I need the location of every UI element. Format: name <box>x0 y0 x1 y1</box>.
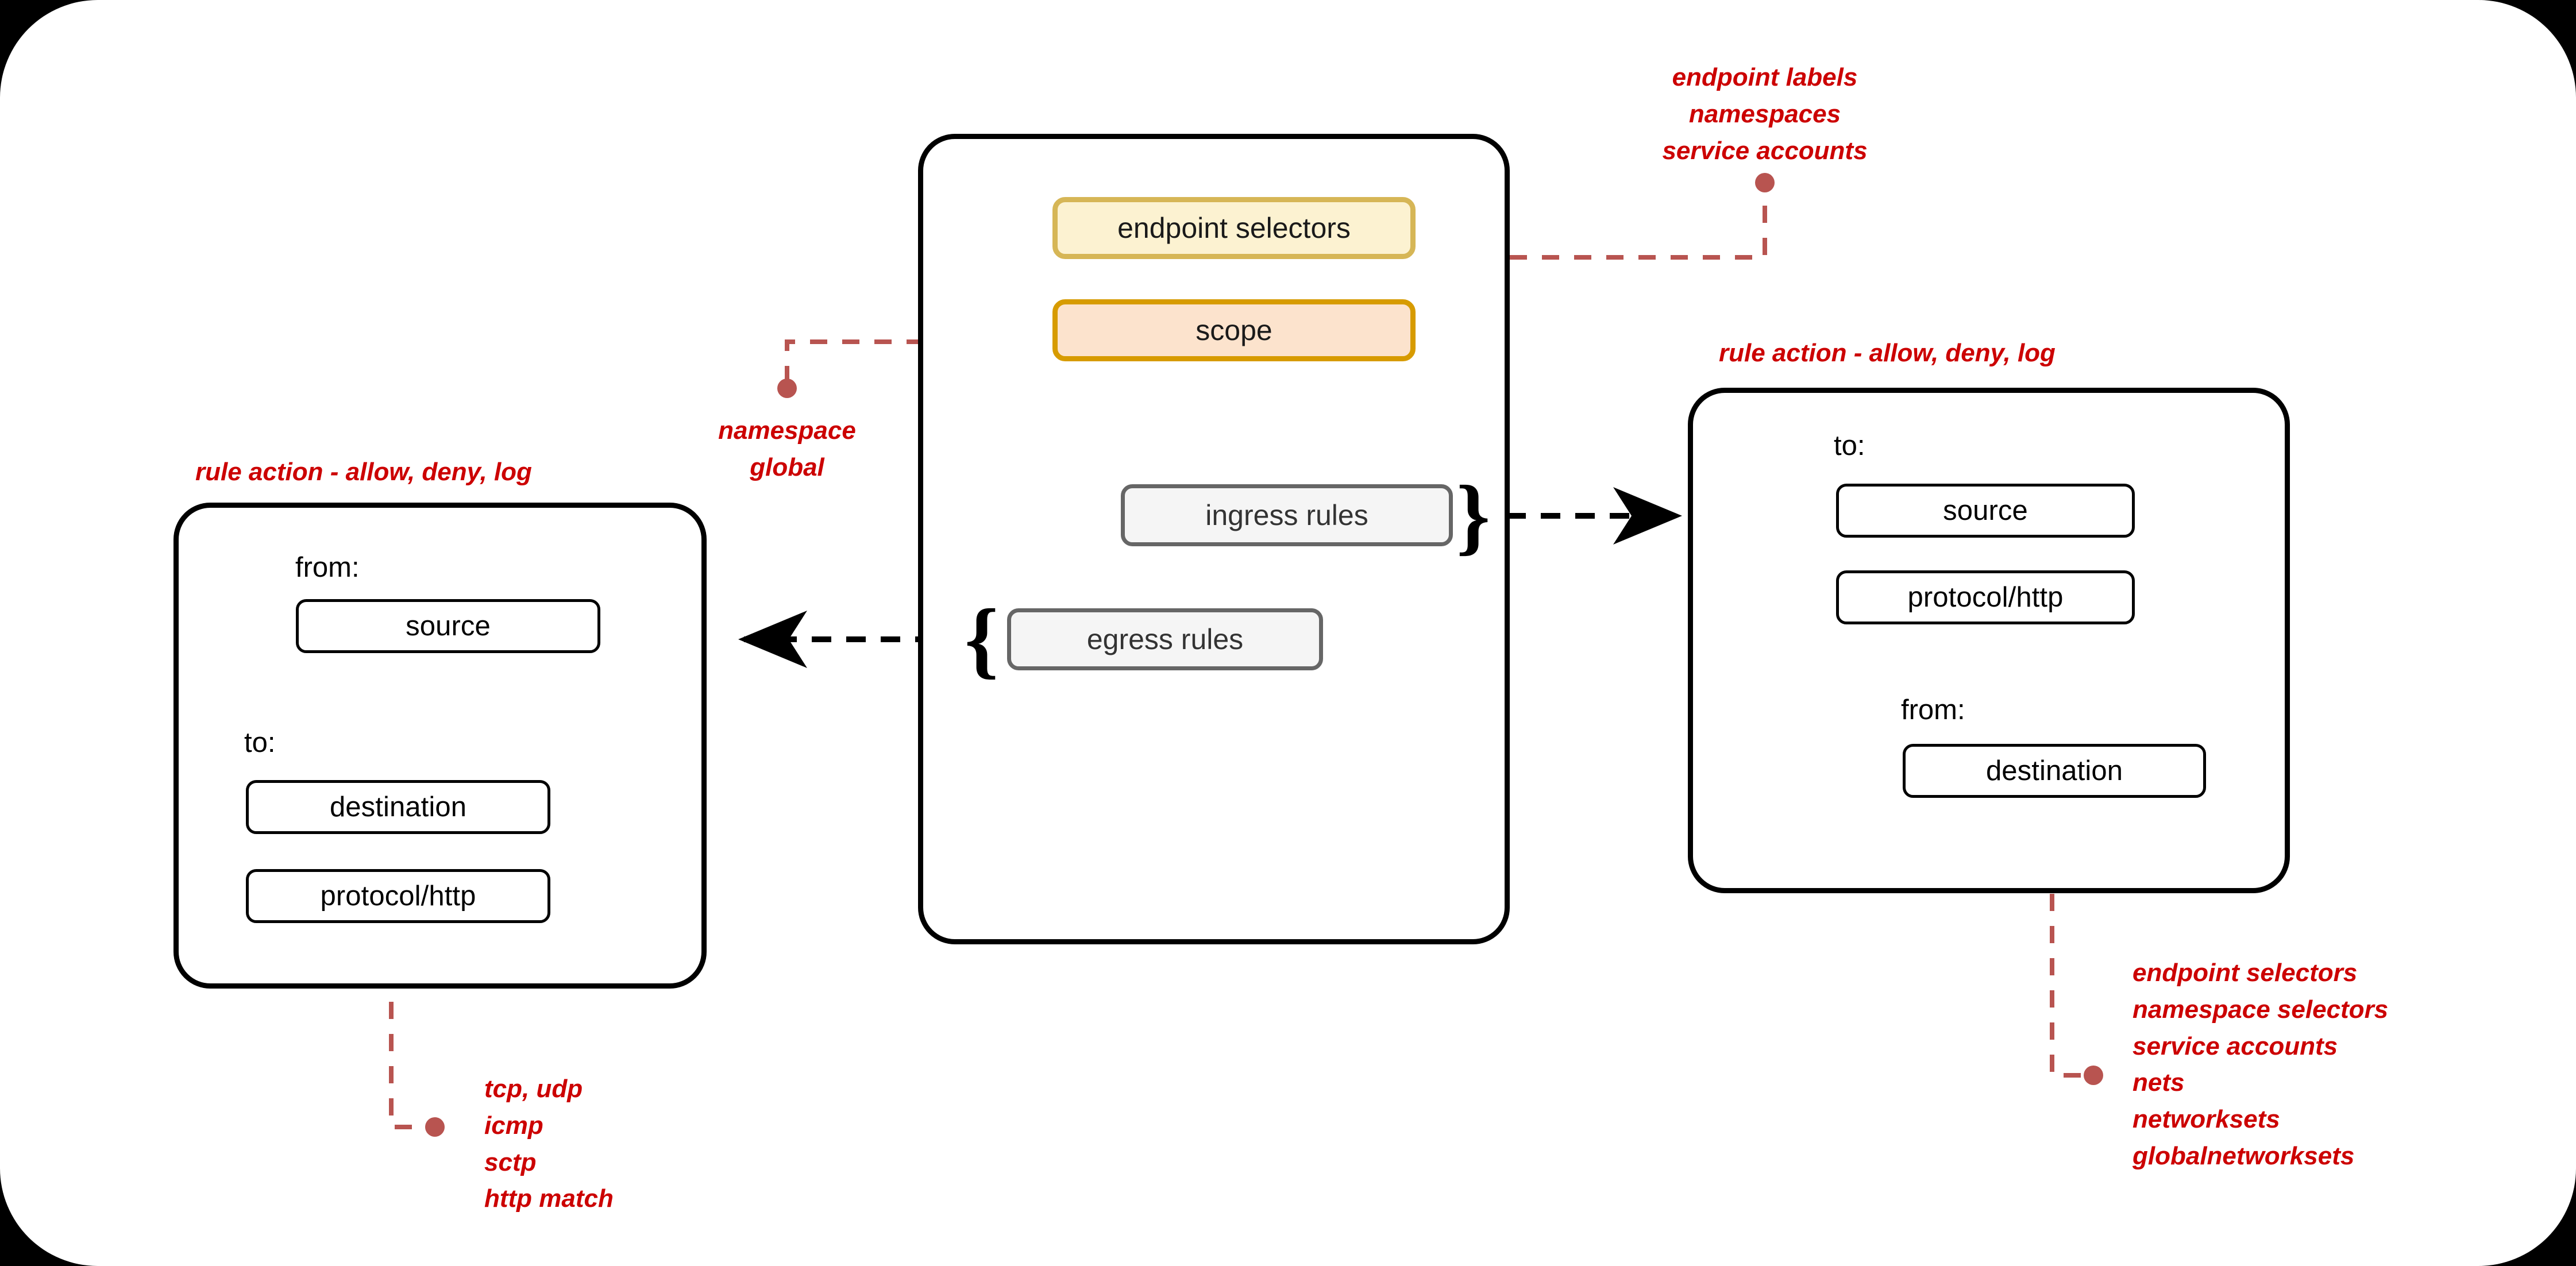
annotation-protocol-line-3: http match <box>484 1184 614 1213</box>
connector-dot-endpoint-selectors <box>1755 173 1775 192</box>
left-node-source[interactable]: source <box>296 599 600 653</box>
egress-rule-panel <box>173 503 707 989</box>
node-egress-rules-label: egress rules <box>1086 623 1244 655</box>
annotation-scope: namespace global <box>672 412 902 486</box>
left-panel-title-text: rule action - allow, deny, log <box>195 458 532 486</box>
annotation-destination-line-4: networksets <box>2132 1105 2280 1134</box>
node-ingress-rules[interactable]: ingress rules <box>1121 484 1453 546</box>
left-from-label-text: from: <box>295 552 360 583</box>
left-node-destination-label: destination <box>329 792 467 823</box>
annotation-protocol-line-2: sctp <box>484 1148 537 1176</box>
node-scope[interactable]: scope <box>1052 299 1416 361</box>
right-to-label: to: <box>1834 430 1865 462</box>
annotation-destination-line-0: endpoint selectors <box>2132 959 2358 987</box>
annotation-protocol-line-1: icmp <box>484 1111 543 1140</box>
annotation-endpoint-selectors-line-2: service accounts <box>1662 136 1868 165</box>
right-node-source[interactable]: source <box>1836 484 2135 538</box>
annotation-protocol-line-0: tcp, udp <box>484 1075 583 1103</box>
annotation-endpoint-selectors-line-0: endpoint labels <box>1672 63 1858 91</box>
annotation-protocol: tcp, udp icmp sctp http match <box>484 1071 614 1217</box>
connector-dot-destination <box>2084 1066 2103 1085</box>
annotation-destination-line-3: nets <box>2132 1068 2185 1097</box>
left-to-label: to: <box>244 727 275 759</box>
left-from-label: from: <box>295 551 360 584</box>
annotation-destination-line-5: globalnetworksets <box>2132 1141 2355 1170</box>
annotation-endpoint-selectors-line-1: namespaces <box>1688 99 1841 128</box>
left-node-source-label: source <box>406 611 491 642</box>
annotation-endpoint-selectors: endpoint labels namespaces service accou… <box>1592 59 1937 169</box>
left-node-destination[interactable]: destination <box>246 780 550 834</box>
right-node-protocol-http-label: protocol/http <box>1907 582 2064 613</box>
annotation-scope-line-1: global <box>750 453 824 481</box>
right-to-label-text: to: <box>1834 430 1865 461</box>
right-node-destination-label: destination <box>1985 755 2123 786</box>
brace-egress-glyph: { <box>965 592 999 687</box>
left-node-protocol-http[interactable]: protocol/http <box>246 869 550 923</box>
connector-dot-scope <box>777 379 797 398</box>
right-from-label: from: <box>1901 694 1965 726</box>
brace-egress: { <box>965 596 998 682</box>
annotation-destination: endpoint selectors namespace selectors s… <box>2132 955 2388 1175</box>
right-panel-title-text: rule action - allow, deny, log <box>1719 339 2056 367</box>
right-node-source-label: source <box>1943 495 2028 526</box>
left-to-label-text: to: <box>244 727 276 758</box>
right-panel-title: rule action - allow, deny, log <box>1719 335 2056 372</box>
annotation-scope-line-0: namespace <box>718 416 856 445</box>
annotation-destination-line-2: service accounts <box>2132 1032 2338 1060</box>
node-scope-label: scope <box>1196 314 1272 346</box>
node-egress-rules[interactable]: egress rules <box>1007 608 1323 670</box>
node-ingress-rules-label: ingress rules <box>1205 499 1368 531</box>
node-endpoint-selectors-label: endpoint selectors <box>1117 212 1351 244</box>
left-node-protocol-http-label: protocol/http <box>320 881 476 912</box>
brace-ingress: } <box>1456 473 1490 559</box>
connector-dot-protocol <box>425 1117 445 1137</box>
annotation-destination-line-1: namespace selectors <box>2132 995 2389 1024</box>
right-from-label-text: from: <box>1901 694 1965 725</box>
ingress-rule-panel <box>1688 388 2290 893</box>
right-node-protocol-http[interactable]: protocol/http <box>1836 570 2135 624</box>
right-node-destination[interactable]: destination <box>1903 744 2206 798</box>
left-panel-title: rule action - allow, deny, log <box>195 454 532 491</box>
node-endpoint-selectors[interactable]: endpoint selectors <box>1052 197 1416 259</box>
brace-ingress-glyph: } <box>1456 468 1491 563</box>
